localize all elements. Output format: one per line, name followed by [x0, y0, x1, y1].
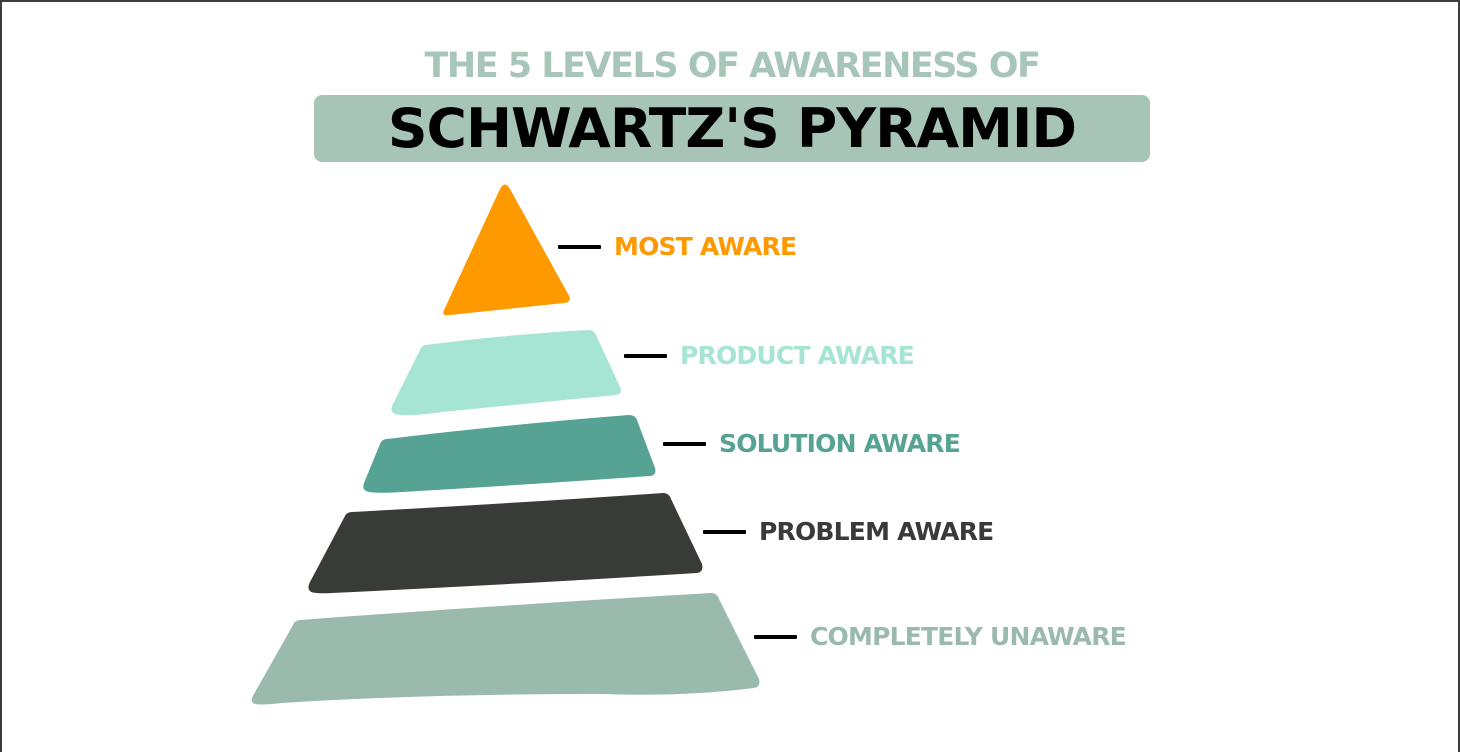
connector-dash — [624, 354, 667, 358]
connector-dash — [754, 635, 797, 639]
subtitle: THE 5 LEVELS OF AWARENESS OF — [424, 46, 1041, 86]
pyramid-level-product-aware — [391, 330, 621, 416]
level-label-solution-aware: SOLUTION AWARE — [663, 429, 961, 459]
connector-dash — [663, 442, 706, 446]
pyramid-level-completely-unaware — [251, 593, 760, 705]
level-label-completely-unaware: COMPLETELY UNAWARE — [754, 622, 1127, 652]
connector-dash — [703, 530, 746, 534]
level-label-problem-aware: PROBLEM AWARE — [703, 517, 994, 547]
level-label-product-aware: PRODUCT AWARE — [624, 341, 915, 371]
level-label-text: PROBLEM AWARE — [759, 517, 994, 546]
level-label-most-aware: MOST AWARE — [558, 232, 797, 262]
connector-dash — [558, 245, 601, 249]
level-label-text: SOLUTION AWARE — [719, 429, 961, 458]
pyramid-level-problem-aware — [308, 493, 703, 594]
level-label-text: PRODUCT AWARE — [680, 341, 915, 370]
page-title: SCHWARTZ'S PYRAMID — [387, 97, 1077, 160]
level-label-text: MOST AWARE — [614, 232, 797, 261]
title-banner: SCHWARTZ'S PYRAMID — [314, 95, 1150, 162]
pyramid-level-most-aware — [443, 184, 570, 316]
level-label-text: COMPLETELY UNAWARE — [810, 622, 1127, 651]
pyramid-level-solution-aware — [363, 415, 656, 493]
